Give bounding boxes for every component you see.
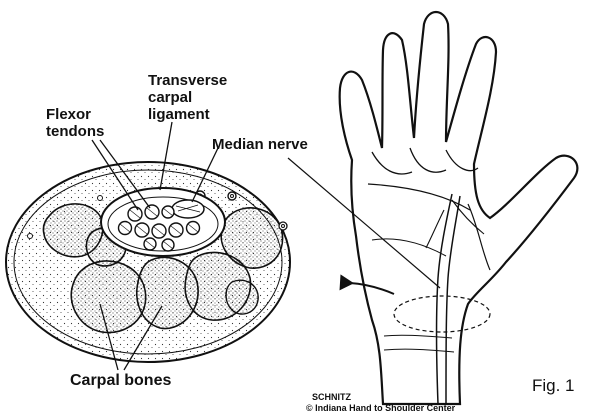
median-nerve-branch xyxy=(451,199,485,235)
median-nerve-path xyxy=(445,195,461,405)
leader-median-hand xyxy=(287,157,441,289)
wrist-inner-outline xyxy=(13,169,283,355)
figure-label: Fig. 1 xyxy=(532,376,575,395)
leader-lines xyxy=(91,121,219,371)
median-nerve-path xyxy=(435,193,453,405)
label-transverse-carpal-ligament: Transverse carpal ligament xyxy=(148,72,227,123)
vessel xyxy=(97,195,103,201)
leader-median xyxy=(191,147,219,203)
leader-carpal-2 xyxy=(123,305,163,371)
wrist-cross-section xyxy=(5,161,291,363)
label-transverse-line2: carpal xyxy=(148,89,193,106)
carpal-bone xyxy=(225,279,259,315)
artist-credit: SCHNITZ xyxy=(312,392,351,402)
finger-crease xyxy=(371,147,479,175)
vessel xyxy=(227,191,237,201)
vessel xyxy=(278,221,288,231)
wrist-crease xyxy=(383,348,455,353)
section-arrow xyxy=(339,274,395,295)
carpal-tunnel-region xyxy=(393,295,491,333)
hand-illustration xyxy=(338,10,579,406)
leader-carpal-1 xyxy=(99,303,119,371)
leader-flexor-2 xyxy=(99,139,151,209)
copyright-credit: © Indiana Hand to Shoulder Center xyxy=(306,403,456,413)
label-transverse-line3: ligament xyxy=(148,106,210,123)
label-flexor-line1: Flexor xyxy=(46,106,92,123)
thenar-crease xyxy=(467,203,491,271)
vessel xyxy=(281,224,285,228)
median-nerve-branch xyxy=(425,209,445,249)
label-median-nerve: Median nerve xyxy=(212,136,308,153)
carpal-bone-group xyxy=(42,203,284,334)
label-flexor-tendons: Flexor tendons xyxy=(46,106,104,140)
palm-crease xyxy=(367,183,471,211)
vessel xyxy=(230,194,234,198)
flexor-tendon-group xyxy=(117,204,201,252)
label-flexor-line2: tendons xyxy=(46,123,105,140)
carpal-tunnel xyxy=(100,187,226,257)
leader-transverse xyxy=(159,121,173,191)
palm-crease xyxy=(371,238,447,257)
leader-flexor-1 xyxy=(91,139,139,211)
label-carpal-bones: Carpal bones xyxy=(70,372,172,389)
label-transverse-line1: Transverse xyxy=(148,72,228,89)
vessel xyxy=(27,233,33,239)
carpal-bone xyxy=(136,256,199,330)
carpal-bone xyxy=(70,260,147,334)
